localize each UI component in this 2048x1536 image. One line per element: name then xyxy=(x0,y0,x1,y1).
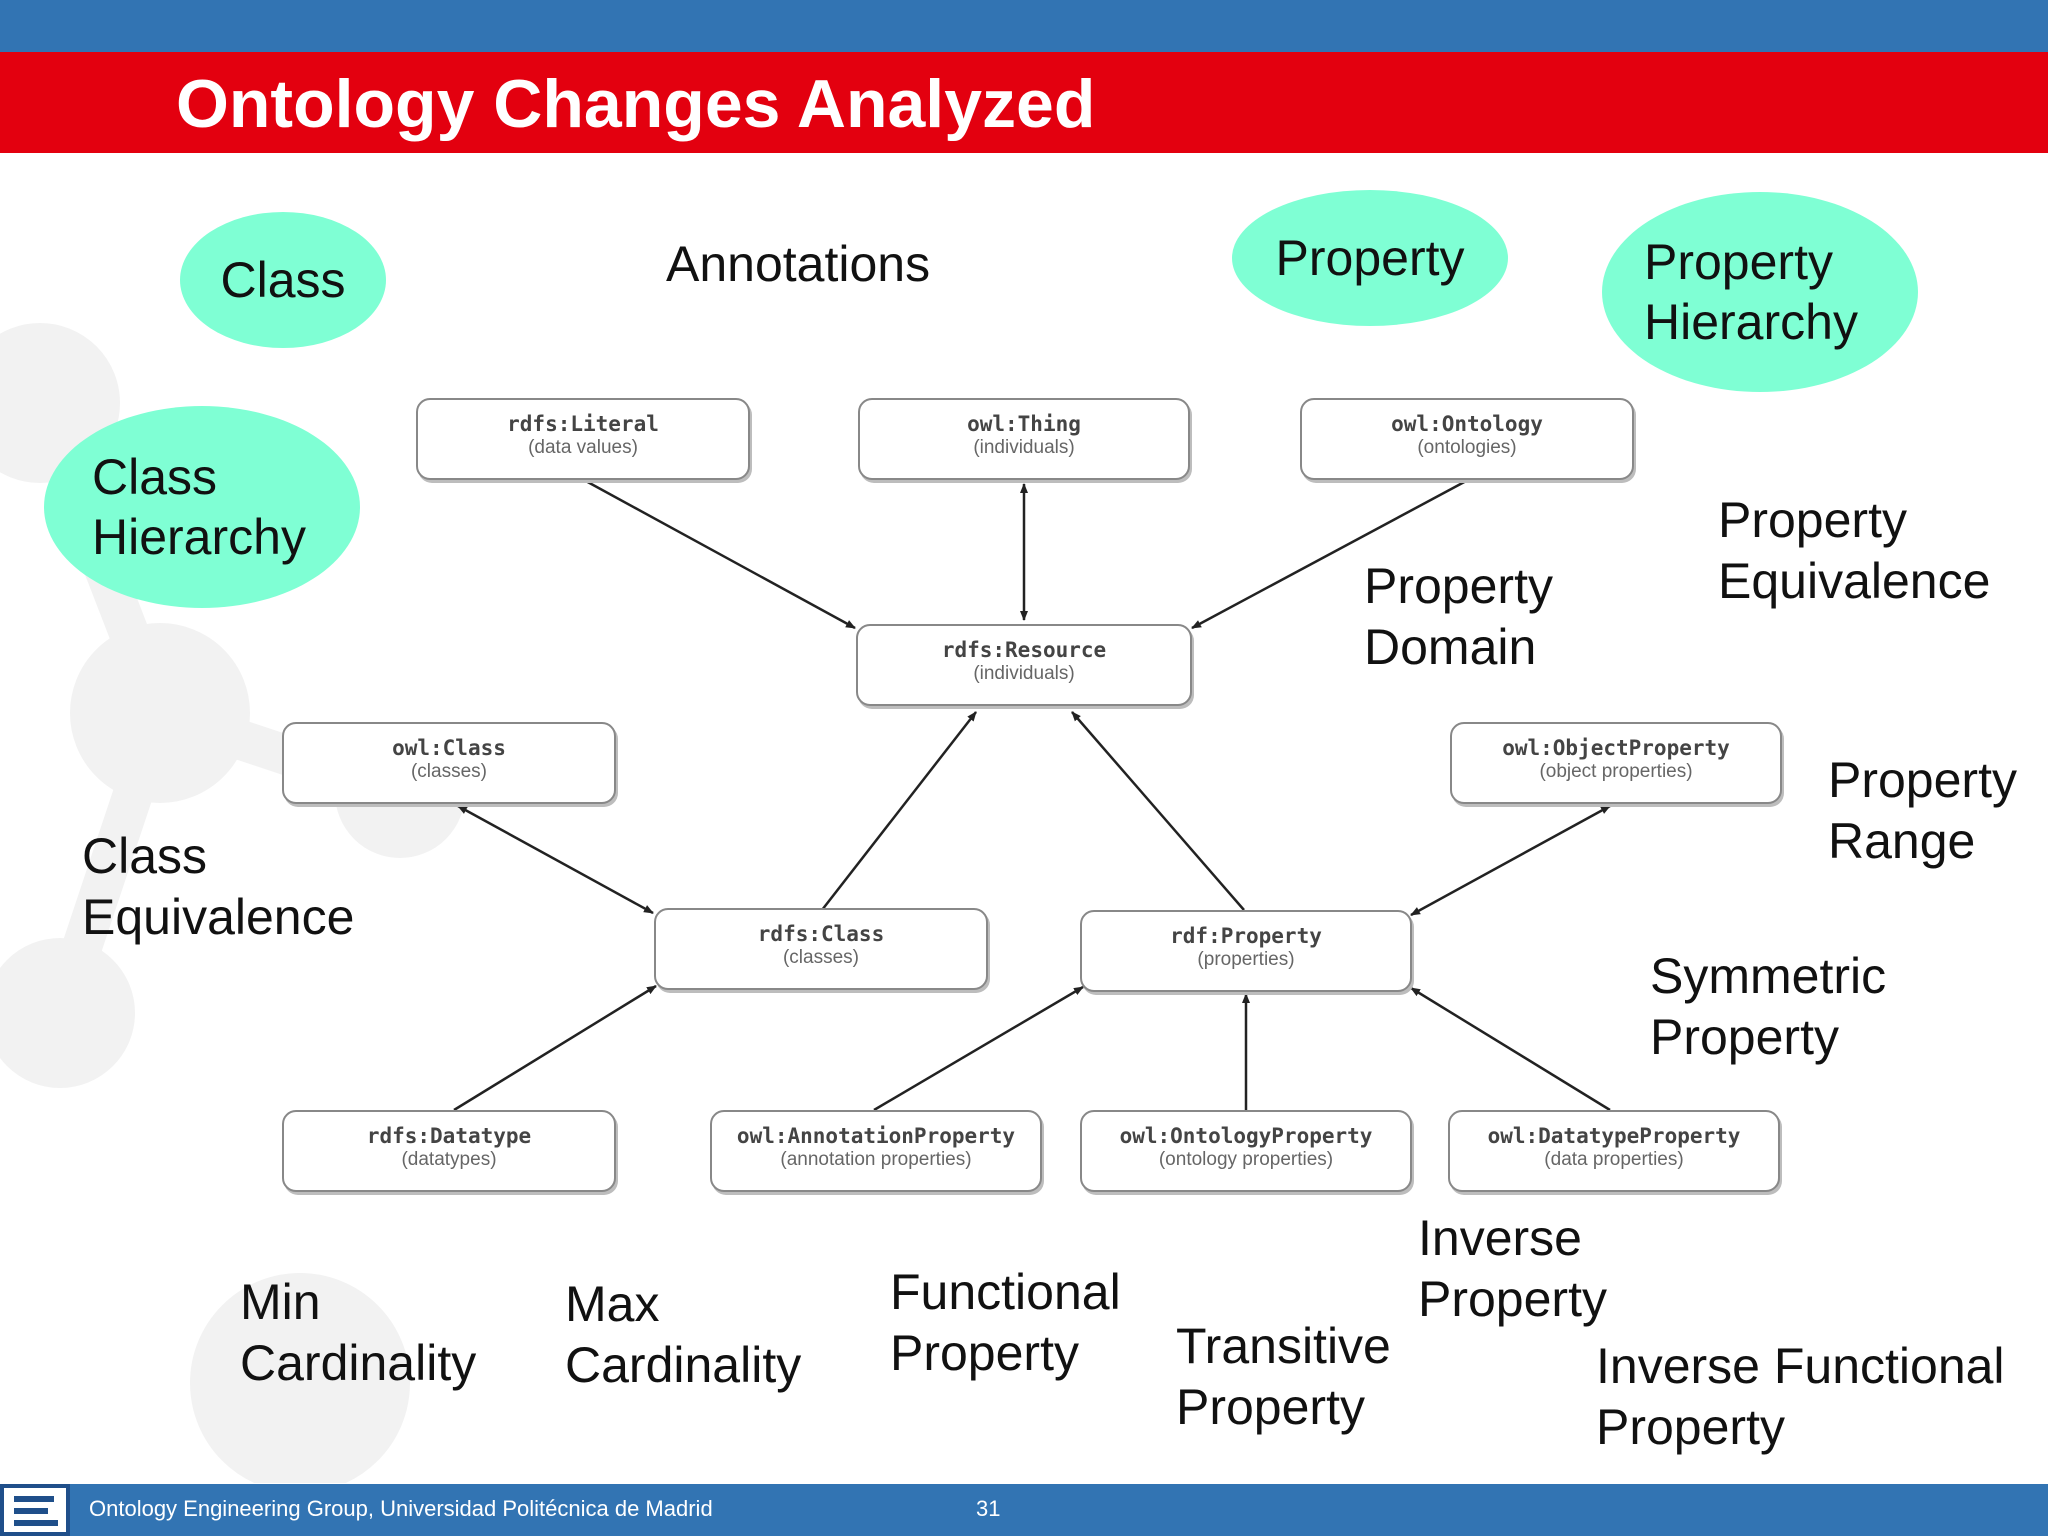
highlight-property: Property xyxy=(1232,190,1508,326)
node-rdfs-datatype: rdfs:Datatype (datatypes) xyxy=(282,1110,616,1192)
title-bar xyxy=(0,52,2048,153)
node-rdfs-literal: rdfs:Literal (data values) xyxy=(416,398,750,480)
edge-objectproperty-property xyxy=(1410,804,1611,917)
logo-mark xyxy=(4,1488,66,1532)
node-desc: (data values) xyxy=(528,437,638,458)
label-inverse-property: Inverse Property xyxy=(1418,1210,1607,1327)
node-desc: (individuals) xyxy=(973,437,1075,458)
label-inverse-functional-property: Inverse Functional Property xyxy=(1596,1338,2005,1455)
node-desc: (individuals) xyxy=(973,663,1075,684)
node-owl-ontology: owl:Ontology (ontologies) xyxy=(1300,398,1634,480)
highlight-class: Class xyxy=(180,212,386,348)
node-desc: (properties) xyxy=(1197,949,1295,970)
label-annotations: Annotations xyxy=(666,236,931,292)
node-name: owl:Ontology xyxy=(1391,412,1543,436)
top-band xyxy=(0,0,2048,52)
node-desc: (ontology properties) xyxy=(1158,1149,1334,1170)
highlight-class-hierarchy-label: Class Hierarchy xyxy=(92,449,306,565)
label-min-cardinality: Min Cardinality xyxy=(240,1274,477,1391)
node-name: rdfs:Resource xyxy=(941,638,1107,662)
highlight-property-label: Property xyxy=(1275,230,1465,286)
node-rdf-property: rdf:Property (properties) xyxy=(1080,910,1412,992)
node-rdfs-resource: rdfs:Resource (individuals) xyxy=(856,624,1192,706)
node-desc: (datatypes) xyxy=(401,1149,497,1170)
edge-rdfsclass-resource xyxy=(821,711,977,911)
node-name: rdfs:Datatype xyxy=(366,1124,532,1148)
highlight-class-hierarchy: Class Hierarchy xyxy=(44,406,360,608)
node-desc: (annotation properties) xyxy=(780,1149,972,1170)
node-desc: (object properties) xyxy=(1539,761,1693,782)
edge-property-resource xyxy=(1071,711,1245,911)
label-functional-property: Functional Property xyxy=(890,1264,1121,1381)
node-owl-objectproperty: owl:ObjectProperty (object properties) xyxy=(1450,722,1782,804)
highlight-class-label: Class xyxy=(220,252,346,308)
edge-ontology-resource xyxy=(1191,478,1469,630)
footer-bar xyxy=(0,1484,2048,1536)
node-owl-annotationproperty: owl:AnnotationProperty (annotation prope… xyxy=(710,1110,1042,1192)
label-transitive-property: Transitive Property xyxy=(1176,1318,1391,1435)
node-name: owl:AnnotationProperty xyxy=(736,1124,1016,1148)
node-owl-thing: owl:Thing (individuals) xyxy=(858,398,1190,480)
node-name: rdfs:Literal xyxy=(507,412,659,436)
node-rdfs-class: rdfs:Class (classes) xyxy=(654,908,988,990)
edge-annotationproperty-property xyxy=(873,985,1084,1112)
edge-literal-resource xyxy=(583,478,856,630)
oeg-logo xyxy=(0,1484,70,1536)
node-name: owl:Thing xyxy=(967,412,1081,436)
label-property-range: Property Range xyxy=(1828,752,2017,869)
page-number: 31 xyxy=(976,1496,1001,1521)
node-name: owl:Class xyxy=(392,736,506,760)
label-max-cardinality: Max Cardinality xyxy=(565,1276,802,1393)
node-desc: (classes) xyxy=(782,947,859,968)
node-desc: (data properties) xyxy=(1544,1149,1684,1170)
label-symmetric-property: Symmetric Property xyxy=(1650,948,1887,1065)
node-name: rdfs:Class xyxy=(757,922,885,946)
node-owl-class: owl:Class (classes) xyxy=(282,722,616,804)
footer-text: Ontology Engineering Group, Universidad … xyxy=(89,1496,713,1521)
edge-datatype-rdfsclass xyxy=(453,984,657,1112)
node-owl-ontologyproperty: owl:OntologyProperty (ontology propertie… xyxy=(1080,1110,1412,1192)
label-property-domain: Property Domain xyxy=(1364,558,1553,675)
node-name: owl:DatatypeProperty xyxy=(1487,1124,1741,1148)
highlight-property-hierarchy: Property Hierarchy xyxy=(1602,192,1918,392)
slide-title: Ontology Changes Analyzed xyxy=(176,66,1096,142)
highlight-property-hierarchy-label: Property Hierarchy xyxy=(1644,234,1858,350)
node-desc: (ontologies) xyxy=(1417,437,1517,458)
edge-owlclass-rdfsclass xyxy=(457,804,654,915)
node-name: owl:OntologyProperty xyxy=(1119,1124,1373,1148)
node-desc: (classes) xyxy=(410,761,487,782)
label-property-equivalence: Property Equivalence xyxy=(1718,492,1991,609)
edge-datatypeproperty-property xyxy=(1410,986,1611,1112)
node-owl-datatypeproperty: owl:DatatypeProperty (data properties) xyxy=(1448,1110,1780,1192)
node-name: owl:ObjectProperty xyxy=(1502,736,1730,760)
node-name: rdf:Property xyxy=(1170,924,1322,948)
label-class-equivalence: Class Equivalence xyxy=(82,828,355,945)
